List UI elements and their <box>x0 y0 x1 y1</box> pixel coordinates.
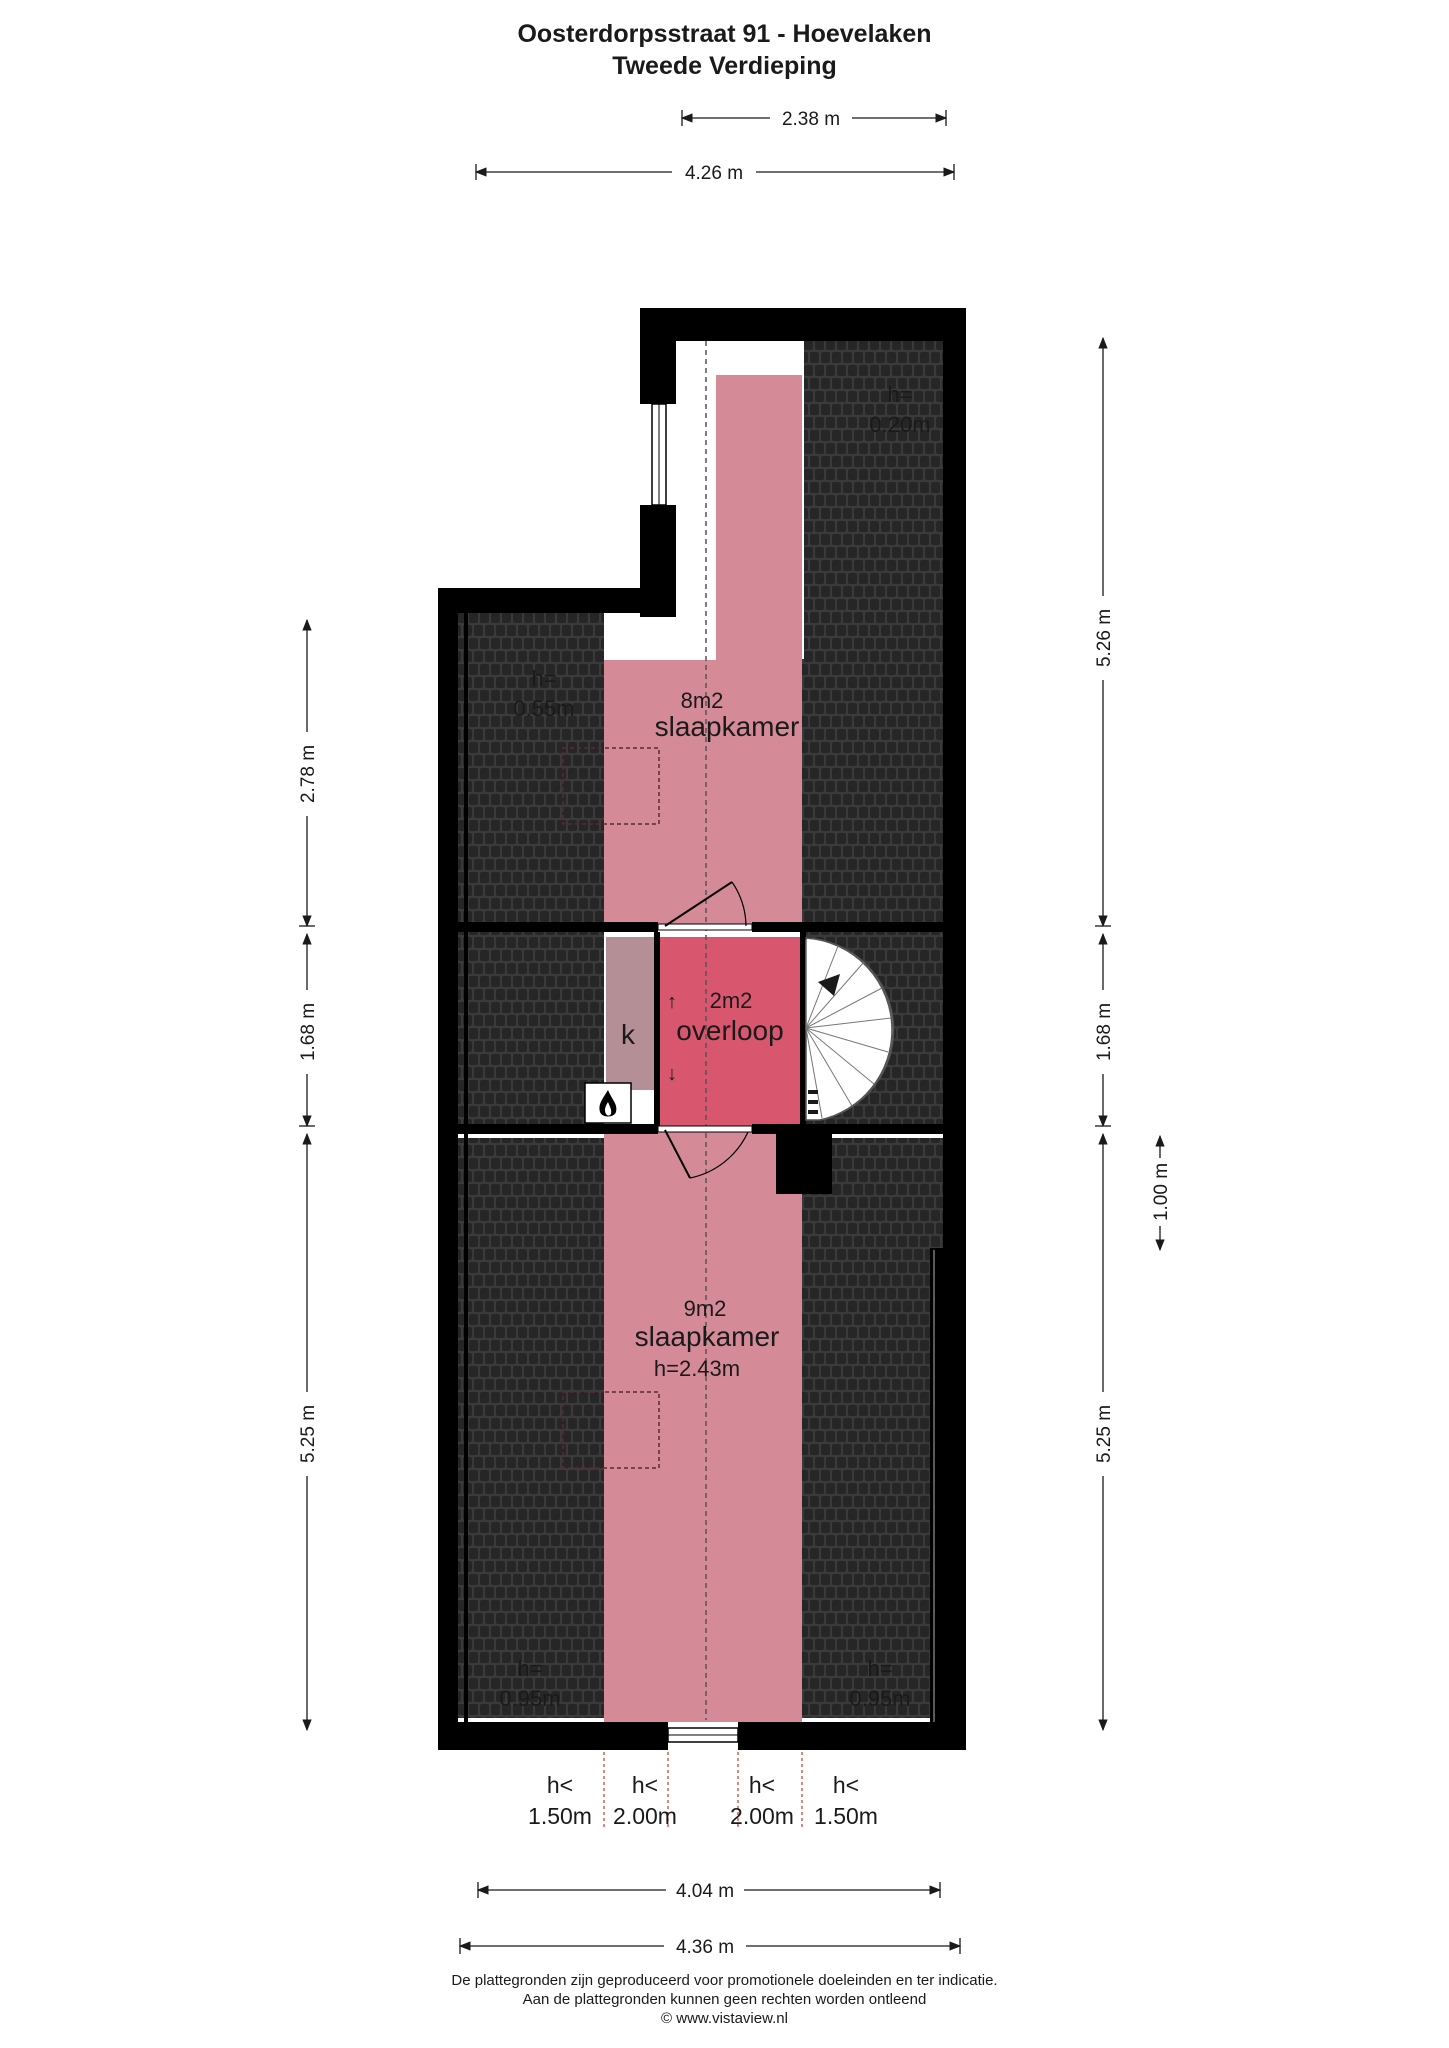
bedroom-bottom-height: h=2.43m <box>654 1356 740 1381</box>
window-bottom <box>667 1727 739 1743</box>
roof-tiles <box>458 337 943 1718</box>
bedroom-bottom-floor <box>604 1130 802 1722</box>
height-bottom-left-line2: 0.95m <box>499 1686 560 1711</box>
disclaimer-line-1: De plattegronden zijn geproduceerd voor … <box>451 1972 998 1989</box>
height-bottom-right-line2: 0.95m <box>849 1686 910 1711</box>
height-marker-3-line1: h< <box>749 1772 775 1798</box>
height-marker-4-line2: 1.50m <box>814 1803 878 1829</box>
skylight-top <box>562 747 660 825</box>
dimension-bottom-outer: 4.36 m <box>676 1937 734 1958</box>
height-marker-3-line2: 2.00m <box>730 1803 794 1829</box>
dimension-right-top: 5.26 m <box>1094 609 1115 667</box>
dimension-lines <box>299 110 1165 1954</box>
bedroom-bottom-name: slaapkamer <box>635 1321 780 1352</box>
cupboard-label: k <box>621 1019 636 1050</box>
bedroom-bottom-area: 9m2 <box>684 1296 727 1321</box>
dimension-right-step: 1.00 m <box>1151 1163 1172 1221</box>
dimension-right-bottom: 5.25 m <box>1094 1405 1115 1463</box>
dimension-top-inner: 2.38 m <box>782 109 840 130</box>
landing-arrow-up: ↑ <box>667 991 677 1013</box>
bedroom-top-floor <box>604 375 802 930</box>
dimension-left-top: 2.78 m <box>298 745 319 803</box>
landing-floor <box>660 937 800 1127</box>
cupboard <box>606 937 654 1090</box>
height-top-right-line2: 0.20m <box>869 412 930 437</box>
height-marker-lines <box>603 1752 803 1830</box>
dimension-bottom-inner: 4.04 m <box>676 1881 734 1902</box>
height-top-right-line1: h= <box>887 382 912 407</box>
door-bedroom-bottom[interactable] <box>657 1125 753 1179</box>
landing-arrow-down: ↓ <box>667 1063 677 1085</box>
dimension-left-middle: 1.68 m <box>298 1003 319 1061</box>
landing-name: overloop <box>676 1015 783 1046</box>
skylight-bottom <box>562 1391 660 1469</box>
floor-title: Tweede Verdieping <box>612 52 837 80</box>
window-top <box>651 403 667 506</box>
height-bottom-left-line1: h= <box>517 1656 542 1681</box>
height-top-left-line1: h= <box>531 666 556 691</box>
height-marker-1-line1: h< <box>547 1772 573 1798</box>
flame-icon <box>599 1090 617 1117</box>
height-marker-4-line1: h< <box>833 1772 859 1798</box>
address-title: Oosterdorpsstraat 91 - Hoevelaken <box>517 20 932 48</box>
landing-area: 2m2 <box>710 988 753 1013</box>
copyright-link[interactable]: © www.vistaview.nl <box>661 2010 788 2027</box>
bedroom-top-name: slaapkamer <box>655 711 800 742</box>
dimension-left-bottom: 5.25 m <box>298 1405 319 1463</box>
bedroom-top-area: 8m2 <box>681 688 724 713</box>
height-marker-1-line2: 1.50m <box>528 1803 592 1829</box>
door-bedroom-top[interactable] <box>657 881 753 931</box>
dimension-right-middle: 1.68 m <box>1094 1003 1115 1061</box>
spiral-stairs <box>805 937 895 1121</box>
dimension-top-outer: 4.26 m <box>685 163 743 184</box>
disclaimer-line-2: Aan de plattegronden kunnen geen rechten… <box>522 1991 927 2008</box>
boiler <box>584 1082 632 1124</box>
height-marker-2-line1: h< <box>632 1772 658 1798</box>
height-marker-2-line2: 2.00m <box>613 1803 677 1829</box>
height-bottom-right-line1: h= <box>867 1656 892 1681</box>
height-top-left-line2: 0.55m <box>513 696 574 721</box>
